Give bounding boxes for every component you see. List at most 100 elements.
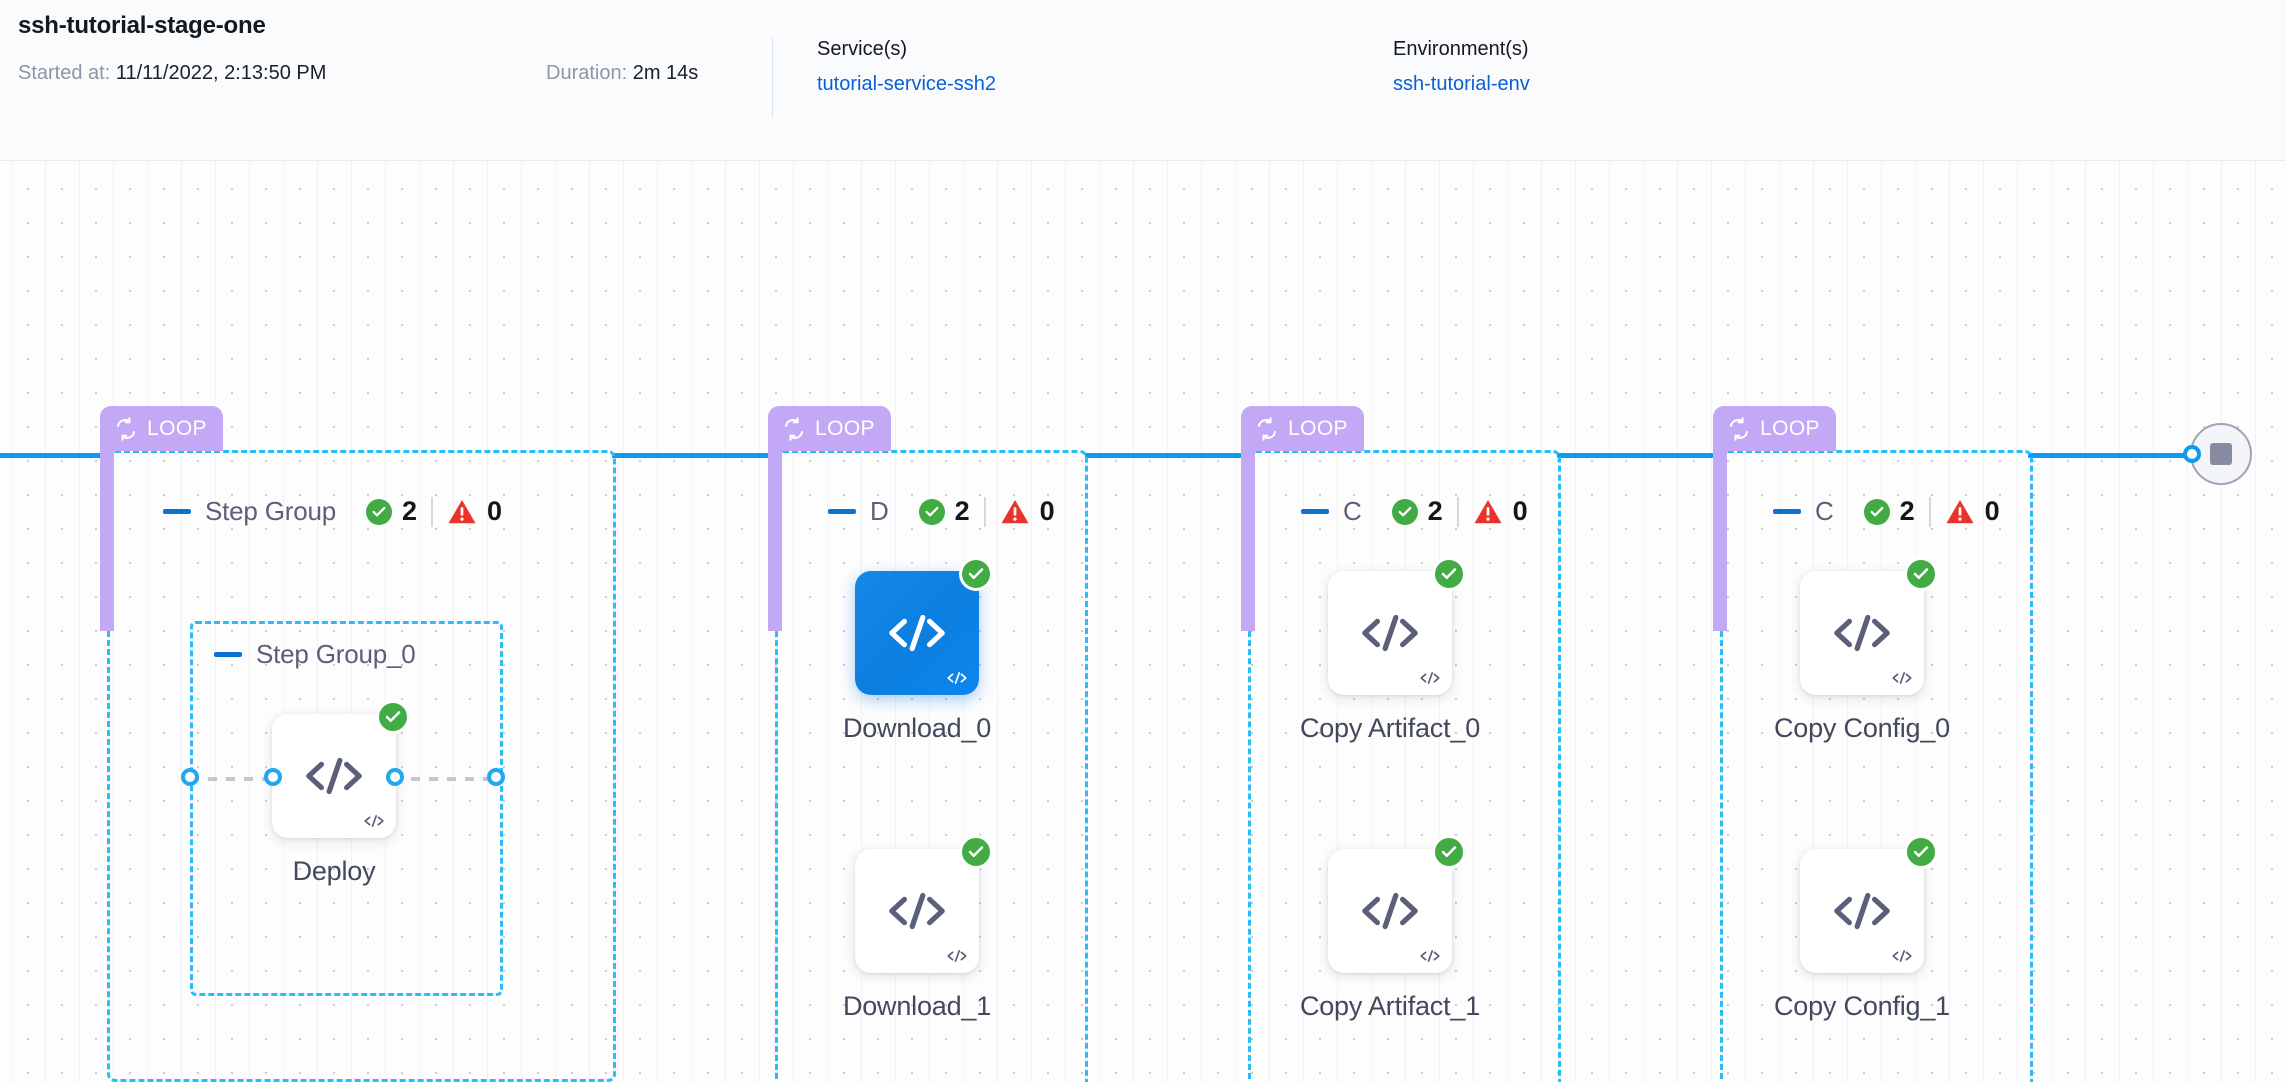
environment-link[interactable]: ssh-tutorial-env [1393,73,1530,95]
node-copy-config-1[interactable]: Copy Config_1 [1774,835,1950,1021]
loop-icon [117,416,135,441]
group-title-copy-artifact: C [1343,496,1362,526]
node-card-copy-config-0[interactable] [1800,557,1938,695]
group-header-copy-config[interactable]: C 2 0 [1773,496,2000,527]
code-brackets-icon [1362,892,1418,930]
count-separator [1928,496,1931,527]
node-card-copy-artifact-1[interactable] [1328,835,1466,973]
group-title-copy-config: C [1815,496,1834,526]
loop-badge-3-label: LOOP [1288,416,1348,440]
node-status-success-deploy [376,700,410,734]
duration-value: 2m 14s [632,62,699,84]
node-card-deploy[interactable] [272,700,410,838]
connector-group2-to-group3 [1085,453,1241,458]
node-label-deploy: Deploy [292,856,376,886]
group-title-step-group-0: Step Group_0 [256,639,416,669]
node-download-1[interactable]: Download_1 [843,835,993,1021]
node-label-download-1: Download_1 [842,991,992,1021]
collapse-toggle-step-group-0[interactable] [214,652,242,657]
dashed-link-left-sg0 [190,777,276,781]
success-check-icon [918,498,945,525]
loop-icon [1730,416,1748,441]
service-link[interactable]: tutorial-service-ssh2 [817,73,996,95]
error-warning-icon [1001,499,1029,524]
duration-label: Duration: [546,62,628,84]
code-corner-icon [1892,672,1912,684]
error-count-step-group: 0 [487,496,503,526]
node-status-success-copy-artifact-1 [1432,835,1466,869]
header-divider [772,38,773,118]
error-warning-icon [1946,499,1974,524]
group-header-download[interactable]: D 2 0 [828,496,1055,527]
success-check-icon [365,498,392,525]
group-header-copy-artifact[interactable]: C 2 0 [1301,496,1528,527]
port-sg0-node-right[interactable] [386,768,404,786]
code-corner-icon [947,672,967,684]
error-warning-icon [448,499,476,524]
code-brackets-icon [306,757,362,795]
success-check-icon [1863,498,1890,525]
code-brackets-icon [1362,614,1418,652]
services-label: Service(s) [817,38,908,60]
started-at-meta: Started at: 11/11/2022, 2:13:50 PM [18,62,326,85]
group-box-copy-config[interactable] [1720,450,2033,1082]
group-header-step-group-0[interactable]: Step Group_0 [214,639,416,670]
services-column: Service(s) tutorial-service-ssh2 [817,38,996,96]
node-status-success-copy-config-1 [1904,835,1938,869]
loop-badge-1: LOOP [100,406,223,451]
port-sg0-outer-left[interactable] [181,768,199,786]
node-copy-config-0[interactable]: Copy Config_0 [1774,557,1950,743]
node-copy-artifact-0[interactable]: Copy Artifact_0 [1300,557,1480,743]
code-corner-icon [1420,672,1440,684]
loop-badge-2-label: LOOP [815,416,875,440]
connector-start-to-group1 [0,453,106,458]
group-box-download[interactable] [775,450,1088,1082]
code-corner-icon [1420,950,1440,962]
success-check-icon [1391,498,1418,525]
group-title-step-group: Step Group [205,496,336,526]
node-card-copy-config-1[interactable] [1800,835,1938,973]
pipeline-end-node[interactable] [2183,423,2252,485]
group-box-step-group-0[interactable] [190,621,503,996]
pipeline-graph-canvas[interactable]: LOOP Step Group 2 0 Step Group_0 [0,161,2286,1082]
loop-spine-2 [768,451,782,631]
collapse-toggle-copy-artifact[interactable] [1301,509,1329,514]
stop-square-icon [2210,443,2232,465]
node-status-success-copy-artifact-0 [1432,557,1466,591]
error-count-copy-artifact: 0 [1512,496,1528,526]
collapse-toggle-download[interactable] [828,509,856,514]
node-status-success-copy-config-0 [1904,557,1938,591]
code-brackets-icon [1834,614,1890,652]
connector-group4-to-end [2028,453,2193,458]
node-status-success-download-1 [959,835,993,869]
node-deploy[interactable]: Deploy [272,700,410,886]
end-node-port[interactable] [2183,445,2201,463]
port-sg0-outer-right[interactable] [487,768,505,786]
group-header-step-group[interactable]: Step Group 2 0 [163,496,502,527]
execution-header: ssh-tutorial-stage-one Started at: 11/11… [0,0,2286,161]
loop-badge-2: LOOP [768,406,891,451]
node-card-download-0[interactable] [855,557,993,695]
port-sg0-node-left[interactable] [264,768,282,786]
environments-label: Environment(s) [1393,38,1529,60]
code-brackets-icon [1834,892,1890,930]
collapse-toggle-step-group[interactable] [163,509,191,514]
duration-meta: Duration: 2m 14s [546,62,698,85]
group-box-step-group[interactable] [107,450,616,1082]
node-status-success-download-0 [959,557,993,591]
success-count-step-group: 2 [401,496,418,526]
group-counts-step-group: 2 0 [365,496,503,527]
node-card-copy-artifact-0[interactable] [1328,557,1466,695]
loop-icon [1258,416,1276,441]
collapse-toggle-copy-config[interactable] [1773,509,1801,514]
environments-column: Environment(s) ssh-tutorial-env [1393,38,1530,96]
node-download-0[interactable]: Download_0 [843,557,993,743]
connector-group3-to-group4 [1557,453,1713,458]
node-label-copy-config-0: Copy Config_0 [1773,713,1951,743]
group-box-copy-artifact[interactable] [1248,450,1561,1082]
node-card-download-1[interactable] [855,835,993,973]
loop-spine-4 [1713,451,1727,631]
error-warning-icon [1474,499,1502,524]
node-copy-artifact-1[interactable]: Copy Artifact_1 [1300,835,1480,1021]
code-corner-icon [364,815,384,827]
